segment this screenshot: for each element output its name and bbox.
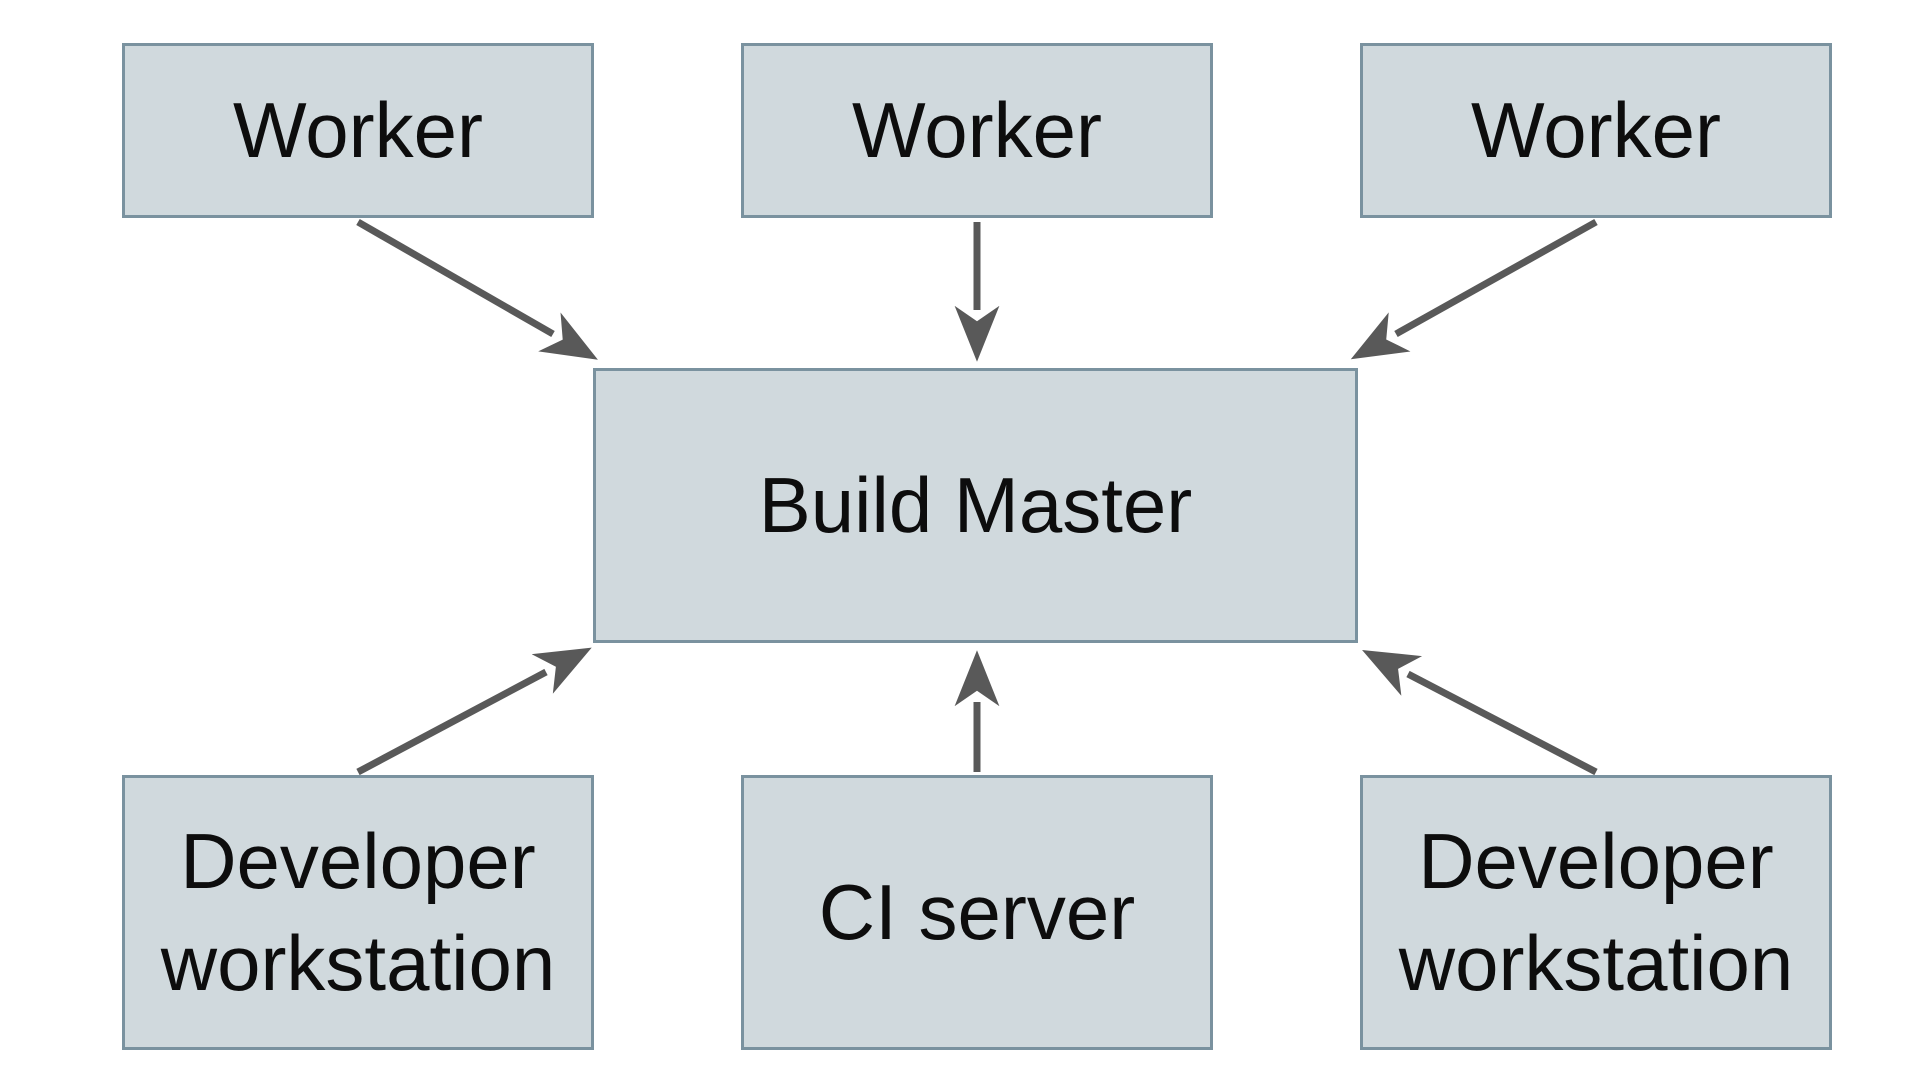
node-build-master-label: Build Master — [758, 460, 1193, 549]
node-developer-workstation-left-label: Developer workstation — [160, 817, 556, 1007]
node-developer-workstation-right-label: Developer workstation — [1398, 817, 1794, 1007]
arrow-worker3-to-buildmaster — [1350, 218, 1598, 360]
node-worker-1-label: Worker — [233, 85, 483, 174]
node-worker-1: Worker — [122, 43, 594, 218]
node-worker-2: Worker — [741, 43, 1213, 218]
node-developer-workstation-right: Developer workstation — [1360, 775, 1832, 1050]
arrow-devworkstation-left-to-buildmaster — [356, 647, 592, 776]
node-developer-workstation-left: Developer workstation — [122, 775, 594, 1050]
arrow-worker1-to-buildmaster — [356, 218, 598, 360]
node-worker-3: Worker — [1360, 43, 1832, 218]
node-ci-server: CI server — [741, 775, 1213, 1050]
node-build-master: Build Master — [593, 368, 1358, 643]
arrow-devworkstation-right-to-buildmaster — [1362, 650, 1598, 776]
node-worker-3-label: Worker — [1471, 85, 1721, 174]
node-worker-2-label: Worker — [852, 85, 1102, 174]
node-ci-server-label: CI server — [818, 867, 1136, 956]
